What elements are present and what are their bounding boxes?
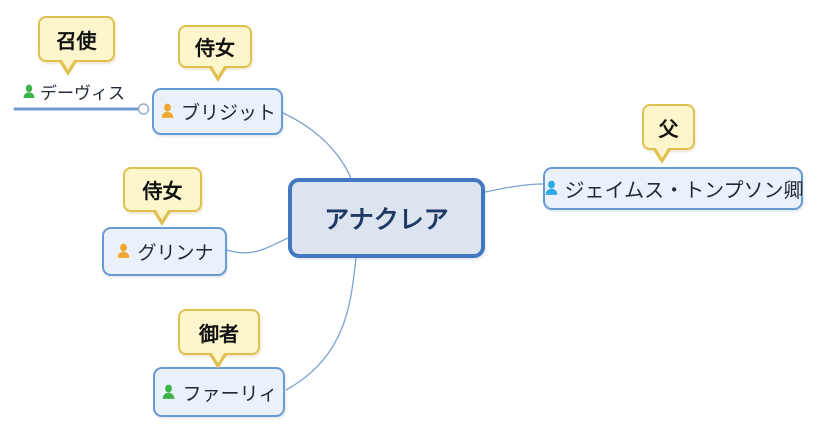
callout-label: 侍女 xyxy=(195,36,235,60)
link-central-james xyxy=(484,183,544,193)
node-label: アナクレア xyxy=(324,205,449,234)
node-label: デーヴィス xyxy=(40,84,125,104)
callout-label: 父 xyxy=(658,116,679,141)
link-grinna-central xyxy=(226,237,289,254)
node-label: グリンナ xyxy=(137,242,214,264)
person-icon xyxy=(159,103,176,120)
node-label: ファーリィ xyxy=(182,382,278,405)
link-brigitte-central xyxy=(282,112,352,179)
callout-label: 召使 xyxy=(56,28,97,53)
callout-label: 御者 xyxy=(199,321,239,346)
callout-father[interactable]: 父 xyxy=(642,104,695,164)
node-grinna[interactable]: グリンナ xyxy=(102,227,227,276)
person-icon xyxy=(543,180,560,197)
node-label: ジェイムス・トンプソン卿 xyxy=(564,178,804,202)
person-icon xyxy=(160,384,177,401)
callout-coachman[interactable]: 御者 xyxy=(178,309,260,369)
person-icon xyxy=(21,84,37,100)
node-anaclaire[interactable]: アナクレア xyxy=(288,178,485,258)
node-farley[interactable]: ファーリィ xyxy=(153,367,285,417)
node-davis[interactable]: デーヴィス xyxy=(21,79,125,104)
collapse-toggle[interactable] xyxy=(137,103,150,115)
node-james[interactable]: ジェイムス・トンプソン卿 xyxy=(543,167,804,210)
callout-servant[interactable]: 召使 xyxy=(38,16,115,76)
callout-maid-brigitte[interactable]: 侍女 xyxy=(178,25,252,82)
callout-maid-grinna[interactable]: 侍女 xyxy=(123,167,202,226)
link-central-farley xyxy=(285,257,357,391)
node-label: ブリジット xyxy=(180,102,276,124)
callout-label: 侍女 xyxy=(142,179,183,203)
person-icon xyxy=(115,243,132,260)
node-brigitte[interactable]: ブリジット xyxy=(152,88,283,135)
